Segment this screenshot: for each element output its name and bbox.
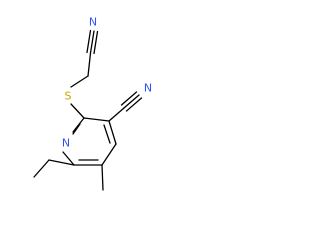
bond-nitrile-top-1 bbox=[89, 30, 95, 54]
bond-nitrile-right-1 bbox=[123, 94, 140, 109]
bond-nitrile-top-2 bbox=[86, 29, 92, 54]
atom-label-ring-n: N bbox=[62, 137, 70, 150]
atom-label-nitrile-n-top: N bbox=[89, 16, 97, 29]
bond-c3-c2 bbox=[83, 117, 110, 122]
bond-nitrile-top-3 bbox=[93, 30, 99, 55]
bond-c4-c3 bbox=[108, 120, 117, 145]
bond-nitrile-right-3 bbox=[125, 97, 143, 112]
bond-n1-c6 bbox=[62, 151, 75, 166]
bond-c4-c3-inner bbox=[103, 124, 111, 144]
bond-nitrile-right-2 bbox=[120, 91, 138, 106]
bond-c3-cn bbox=[108, 107, 125, 122]
bond-s-c2 bbox=[70, 103, 85, 119]
bond-ethyl-ch3 bbox=[33, 159, 50, 178]
bond-cn-ch2 bbox=[87, 52, 92, 77]
atom-label-sulfur: S bbox=[65, 90, 72, 103]
atom-label-nitrile-n-right: N bbox=[144, 82, 152, 95]
bond-layer bbox=[33, 29, 143, 191]
bond-c2-n1 bbox=[72, 117, 85, 133]
atom-label-layer: N S N N bbox=[62, 16, 152, 150]
bond-ch2-s bbox=[70, 75, 89, 88]
molecule-structure: N S N N bbox=[33, 16, 152, 191]
bond-c6-ethyl bbox=[48, 159, 75, 166]
bond-c2-n1-inner bbox=[72, 123, 81, 135]
bond-c5-methyl bbox=[101, 164, 104, 191]
bond-c5-c4 bbox=[101, 143, 117, 166]
